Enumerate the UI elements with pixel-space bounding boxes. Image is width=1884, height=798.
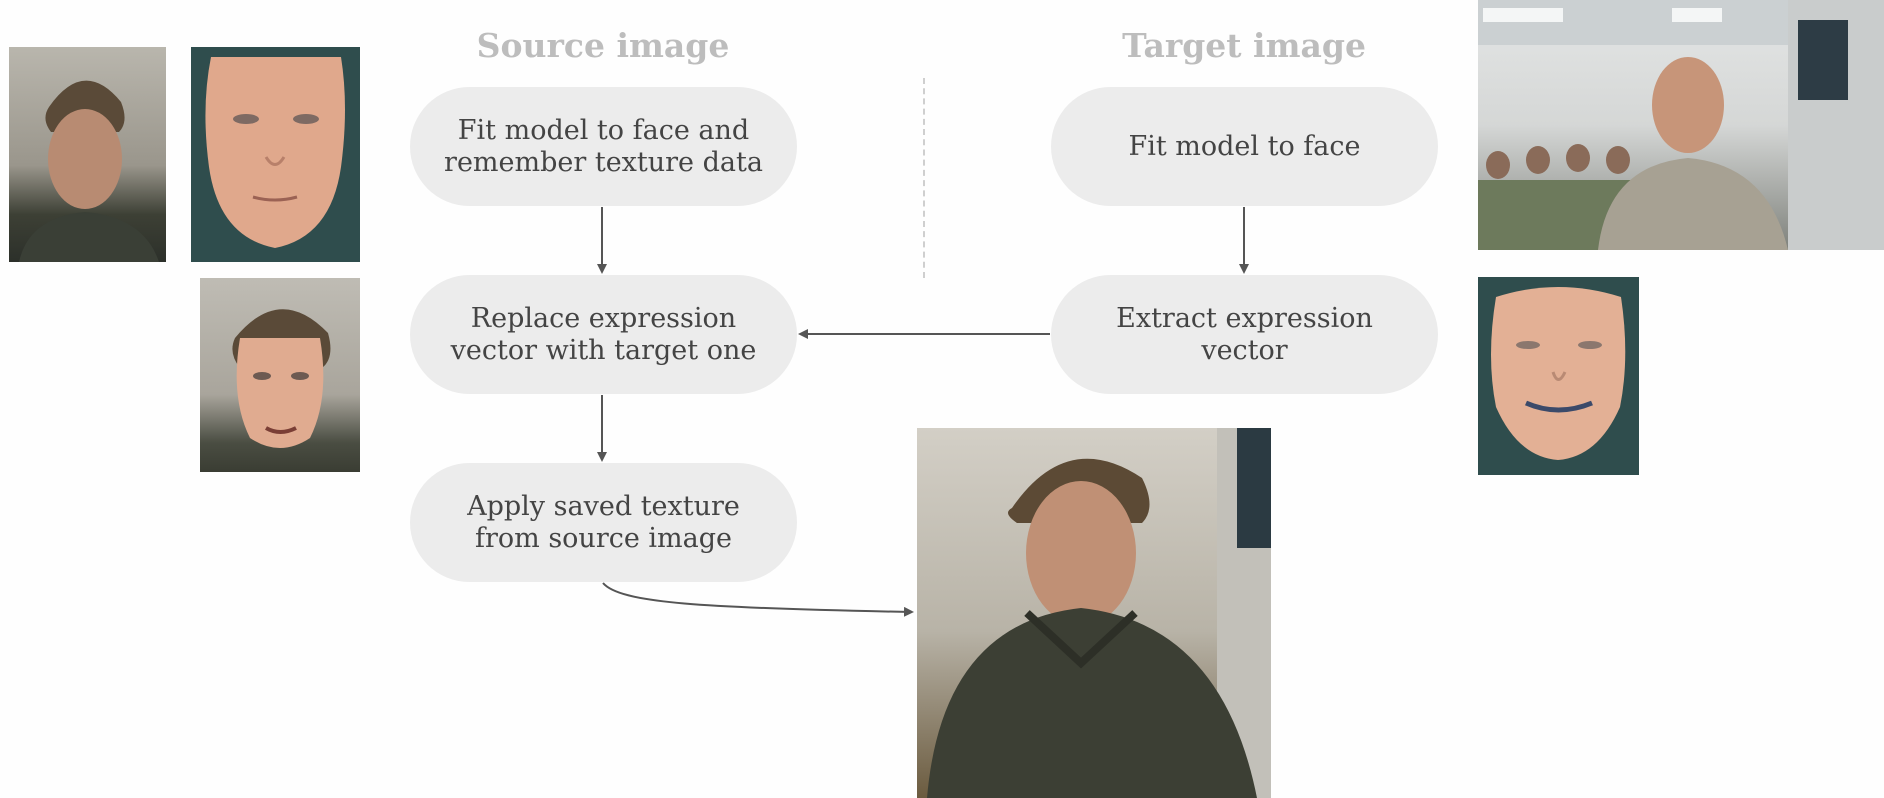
extract-expression-node: Extract expression vector xyxy=(1051,275,1438,394)
fit-target-model-node: Fit model to face xyxy=(1051,87,1438,206)
intermediate-face-render xyxy=(200,278,360,472)
arrow-apply-to-result xyxy=(602,582,914,617)
source-photo xyxy=(9,47,166,262)
apply-texture-node: Apply saved texture from source image xyxy=(410,463,797,582)
source-face-render xyxy=(191,47,360,262)
target-photo xyxy=(1478,0,1884,250)
replace-expression-node: Replace expression vector with target on… xyxy=(410,275,797,394)
fit-source-model-node: Fit model to face and remember texture d… xyxy=(410,87,797,206)
target-face-render xyxy=(1478,277,1639,475)
target-image-heading: Target image xyxy=(1122,26,1366,65)
source-image-heading: Source image xyxy=(476,26,730,65)
output-photo xyxy=(917,428,1271,798)
column-divider xyxy=(923,78,925,278)
